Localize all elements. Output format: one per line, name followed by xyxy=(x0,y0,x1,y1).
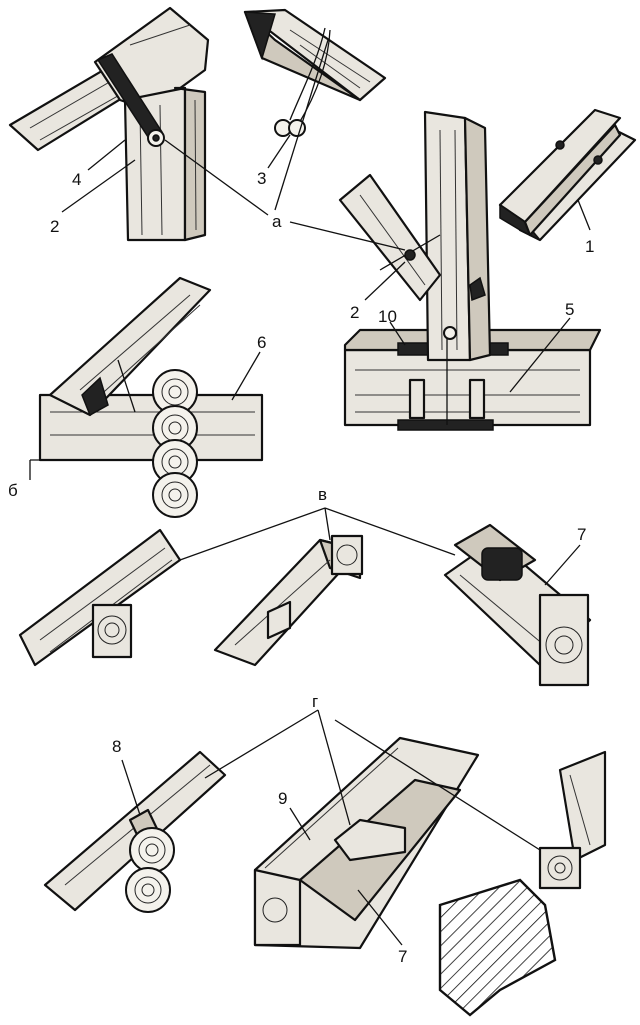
leader-7-mid xyxy=(544,544,581,586)
joint-variant-g-right xyxy=(438,750,607,1017)
label-9: 9 xyxy=(278,789,287,808)
leader-6 xyxy=(231,351,261,401)
post-on-base-beam xyxy=(338,110,602,431)
rafter-post-joint-left xyxy=(8,6,210,242)
label-7-mid: 7 xyxy=(577,525,586,544)
leader-9 xyxy=(289,807,311,841)
leader-5 xyxy=(509,317,571,393)
label-v: в xyxy=(318,485,327,504)
leader-a-top xyxy=(274,39,329,211)
label-2-right: 2 xyxy=(350,303,359,322)
joint-variant-v-right xyxy=(443,523,592,687)
leader-v-left xyxy=(179,507,326,561)
leader-2-right xyxy=(364,261,406,301)
label-10: 10 xyxy=(378,307,397,326)
label-3: 3 xyxy=(257,169,266,188)
leader-10 xyxy=(389,321,406,346)
label-g: г xyxy=(312,692,318,711)
label-6: 6 xyxy=(257,333,266,352)
label-7-bottom: 7 xyxy=(398,947,407,966)
joint-variant-v-middle xyxy=(213,534,364,667)
label-a: а xyxy=(272,212,282,231)
label-5: 5 xyxy=(565,300,574,319)
label-2-left: 2 xyxy=(50,217,59,236)
leader-g-right xyxy=(334,719,541,851)
leader-4 xyxy=(87,139,126,171)
leader-a-left xyxy=(164,139,269,216)
leader-a-right xyxy=(289,221,406,251)
leader-v-right xyxy=(324,507,456,556)
rafter-on-log-wall xyxy=(29,276,264,518)
label-8: 8 xyxy=(112,737,121,756)
leader-2-left xyxy=(61,159,136,213)
leader-g-middle xyxy=(317,709,351,826)
leader-v-middle xyxy=(324,507,331,541)
label-4: 4 xyxy=(72,170,81,189)
label-1: 1 xyxy=(585,237,594,256)
joint-variant-g-left xyxy=(43,750,227,913)
leader-1 xyxy=(577,199,591,231)
leader-g-left xyxy=(204,709,319,779)
leader-8 xyxy=(121,759,141,816)
beam-staple-clip xyxy=(243,8,387,137)
leader-3 xyxy=(267,134,291,169)
leader-7-bottom xyxy=(357,889,403,946)
label-b: б xyxy=(8,481,18,500)
joint-variant-g-middle xyxy=(253,736,480,950)
joint-variant-v-left xyxy=(18,528,182,667)
u-channel-bracket xyxy=(498,108,637,242)
